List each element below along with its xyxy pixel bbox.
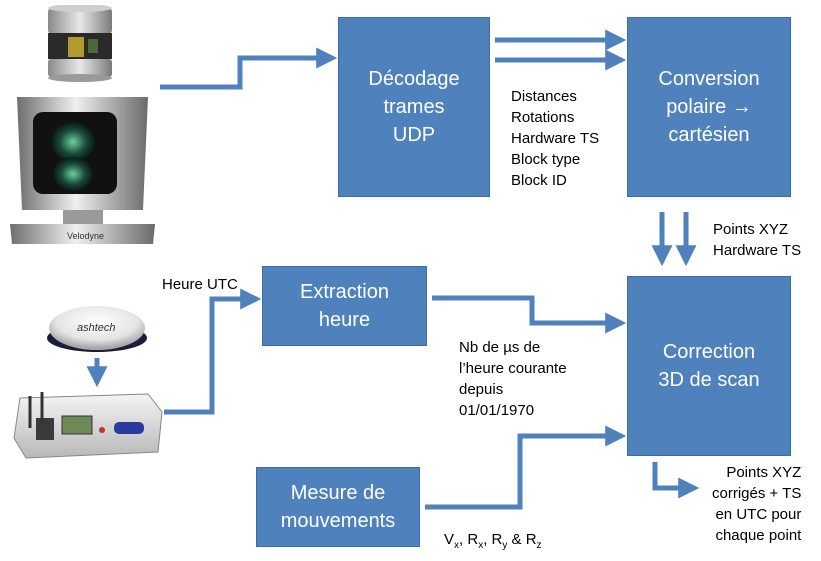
gps-to-extract-arrow bbox=[164, 288, 262, 415]
lidar-large-image: Velodyne bbox=[10, 97, 155, 244]
polar-conversion-label: Conversion polaire → cartésien bbox=[658, 68, 760, 146]
lidar-to-decode-arrow bbox=[160, 47, 338, 90]
utc-time-label: Heure UTC bbox=[162, 276, 238, 293]
gps-antenna-image: ashtech bbox=[47, 306, 147, 352]
final-output-label: Points XYZ corrigés + TS en UTC pour cha… bbox=[712, 464, 802, 544]
time-extraction-box: Extraction heure bbox=[262, 266, 427, 346]
microseconds-label: Nb de µs de l’heure courante depuis 01/0… bbox=[459, 339, 567, 419]
lidar-small-image bbox=[48, 5, 112, 82]
decode-output-label: Distances Rotations Hardware TS Block ty… bbox=[511, 88, 600, 189]
gps-receiver-image bbox=[13, 392, 163, 459]
scan-correction-box: Correction 3D de scan bbox=[627, 276, 791, 456]
correct-output-arrow bbox=[652, 462, 700, 499]
scan-correction-label: Correction 3D de scan bbox=[658, 341, 760, 391]
motion-measurement-box: Mesure de mouvements bbox=[256, 467, 420, 547]
motion-output-label: Vx, Rx, Ry & Rz bbox=[444, 531, 542, 551]
time-extraction-label: Extraction heure bbox=[300, 281, 389, 331]
udp-decoding-box: Décodage trames UDP bbox=[338, 17, 490, 197]
motion-measurement-label: Mesure de mouvements bbox=[280, 482, 396, 532]
extract-to-correct-arrow bbox=[432, 295, 627, 334]
motion-to-correct-arrow bbox=[425, 425, 627, 510]
ashtech-logo-text: ashtech bbox=[77, 322, 116, 334]
udp-decoding-label: Décodage trames UDP bbox=[368, 68, 460, 146]
convert-output-label: Points XYZ Hardware TS bbox=[713, 221, 802, 259]
velodyne-logo-text: Velodyne bbox=[67, 231, 104, 241]
polar-conversion-box: Conversion polaire → cartésien bbox=[627, 17, 791, 197]
